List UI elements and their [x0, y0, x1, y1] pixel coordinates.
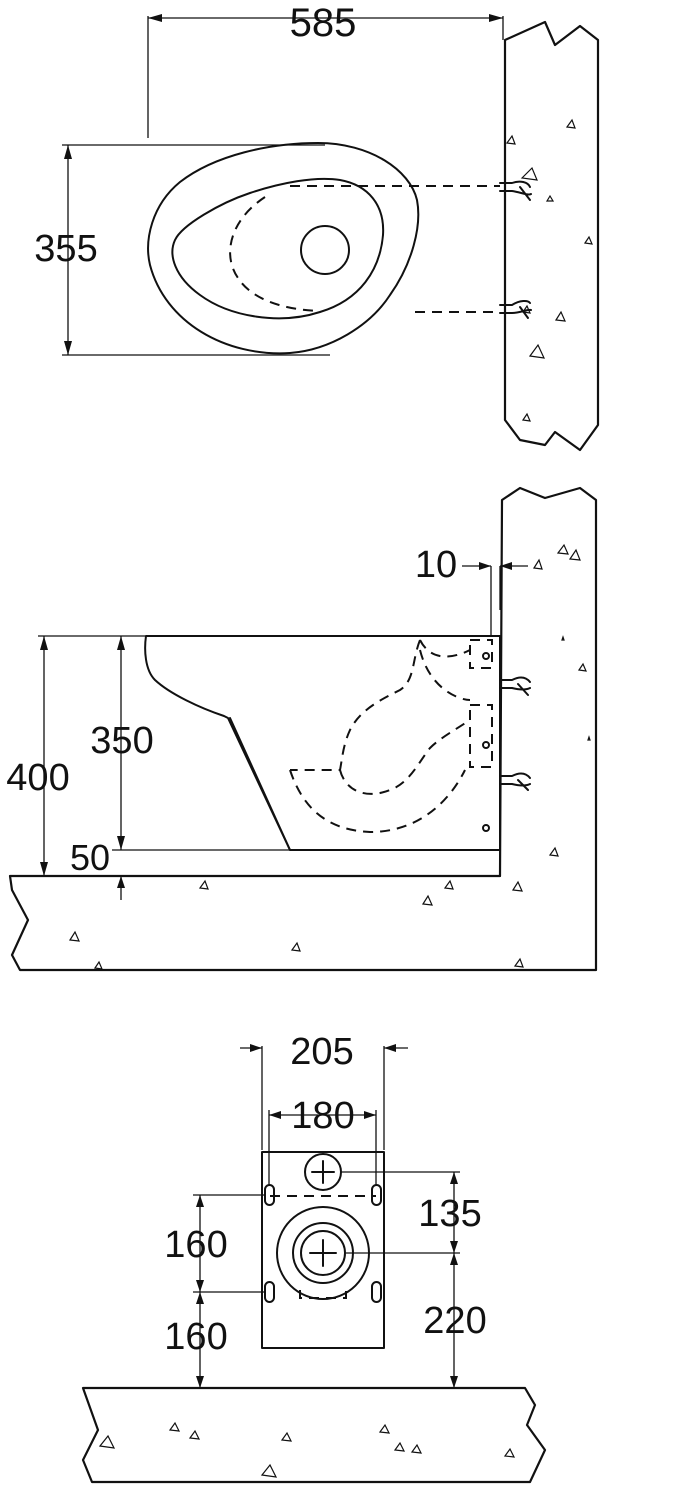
rear-hole-vertical-dim: 160: [164, 1224, 227, 1266]
rear-view: 205 180 135 220 160 160: [81, 1031, 547, 1484]
side-total-height-dim: 400: [6, 757, 69, 799]
rear-lower-hole-height-dim: 160: [164, 1316, 227, 1358]
rear-aggregate: [98, 1421, 516, 1478]
rear-floor: [81, 1386, 547, 1484]
plan-bowl-outline: [147, 142, 420, 355]
side-wall-gap-dim: 10: [415, 544, 457, 586]
plan-width-dim: 585: [290, 1, 357, 45]
plan-hidden-lines: [229, 185, 500, 313]
plan-outlet-hole: [300, 225, 350, 275]
rear-back-plate: [261, 1151, 385, 1349]
side-bowl-height-dim: 350: [90, 720, 153, 762]
rear-hole-spacing-dim: 180: [291, 1095, 354, 1137]
rear-outlet-height-dim: 220: [423, 1300, 486, 1342]
plan-fixings: [499, 180, 532, 319]
side-hidden-trap: [289, 639, 471, 834]
side-bowl-body: [144, 635, 501, 851]
side-view: 10 400 350 50: [6, 486, 598, 972]
side-base-dim: 50: [70, 837, 110, 878]
plan-depth-dim: 355: [34, 228, 97, 270]
side-aggregate: [68, 543, 591, 970]
rear-upper-offset-dim: 135: [418, 1193, 481, 1235]
rear-outer-width-dim: 205: [290, 1031, 353, 1073]
plan-inner-rim: [171, 177, 385, 320]
side-fixings: [499, 676, 531, 791]
plan-view: 585 355: [34, 1, 600, 452]
plan-wall: [503, 20, 600, 452]
